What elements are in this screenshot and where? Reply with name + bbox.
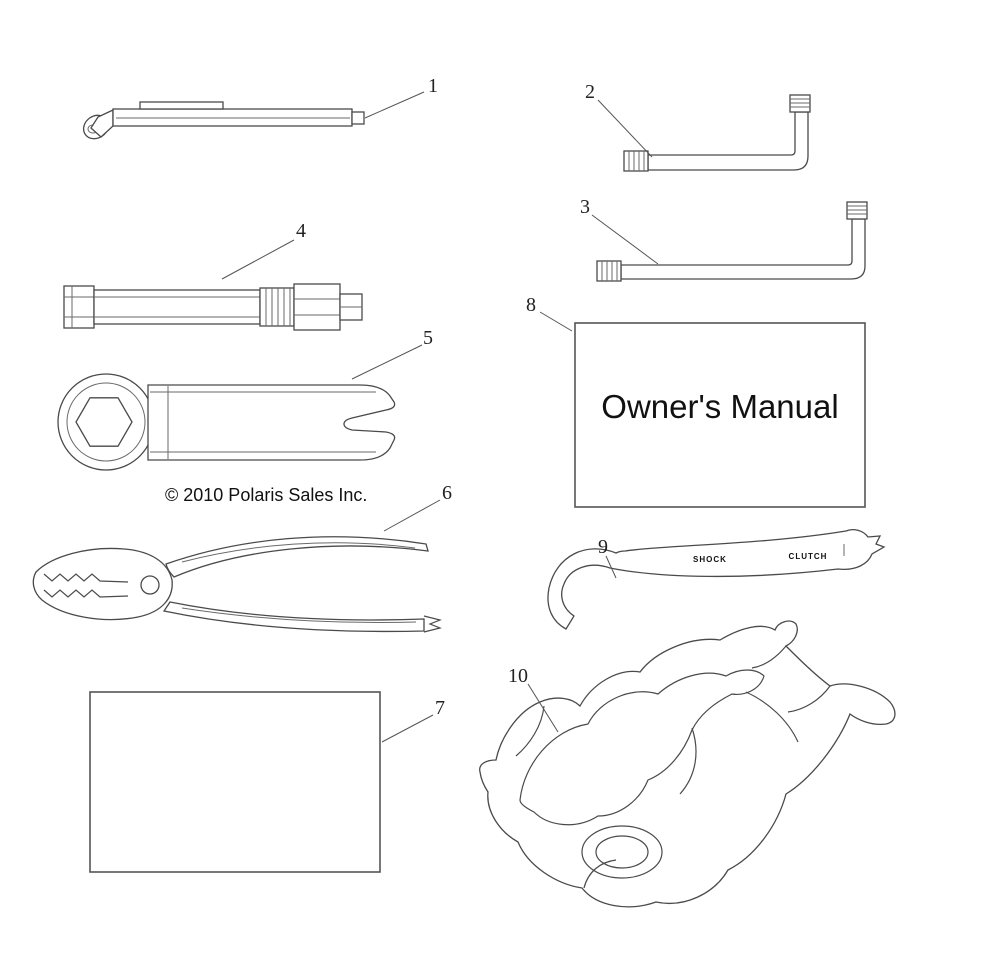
callout-2-leader [597, 99, 653, 158]
callout-7-leader [381, 714, 434, 743]
tray-ridge-6 [751, 645, 787, 669]
tray-inner-rim [519, 669, 765, 826]
tool-1-clip [139, 101, 224, 110]
callout-6: 6 [442, 482, 452, 504]
tool-4-collar [259, 287, 295, 327]
tool-5-body-lines [150, 386, 376, 459]
tool-4-hex-facets [294, 298, 340, 316]
tool-2-left-tip [623, 150, 649, 172]
tool-3-left-knurl [601, 261, 618, 281]
callout-2: 2 [585, 81, 595, 103]
tool-1-tip [351, 111, 365, 125]
callout-8-leader [539, 311, 573, 332]
owners-manual-title: Owner's Manual [601, 388, 838, 425]
pliers-lower-handle [162, 601, 425, 633]
tray-ridge-5 [787, 685, 831, 713]
tool-4-hex-end [293, 283, 341, 331]
callout-9: 9 [598, 536, 608, 558]
spanner-body [547, 529, 886, 630]
tool-5-hex-hole [75, 397, 133, 447]
tray-ridge-2 [745, 691, 799, 743]
spanner-clutch-label: CLUTCH [789, 552, 828, 561]
pliers-head [32, 547, 173, 621]
tool-2-shaft [647, 111, 809, 171]
pliers-upper-handle-line [181, 542, 416, 563]
tool-3-left-tip [596, 260, 622, 282]
tray-ridge-1 [679, 727, 697, 795]
callout-3: 3 [580, 196, 590, 218]
tray-outline [479, 620, 896, 908]
tool-9-spanner: SHOCK CLUTCH [547, 529, 886, 630]
tool-2-top-knurl [790, 98, 810, 108]
tool-4-extension-tool [63, 283, 363, 331]
pliers-teeth-lower [43, 589, 129, 598]
tool-4-left-cap [63, 285, 95, 329]
copyright-text: © 2010 Polaris Sales Inc. [165, 485, 367, 505]
owners-manual: Owner's Manual [574, 322, 866, 508]
tool-1-gauge-tool [82, 101, 365, 140]
pliers-fork-tip [423, 615, 442, 633]
pliers-lower-handle-line [181, 607, 417, 623]
callout-1: 1 [428, 75, 438, 97]
pliers-pivot [140, 575, 160, 595]
tray-recess-inner [595, 835, 649, 869]
callout-5-leader [351, 344, 423, 380]
callout-7: 7 [435, 697, 445, 719]
callout-8: 8 [526, 294, 536, 316]
tool-5-wrench [57, 373, 396, 471]
item-10-tool-tray [479, 620, 896, 908]
tool-3-hex-key [596, 201, 868, 282]
pliers-upper-handle [165, 536, 429, 578]
tool-4-collar-knurl [265, 288, 291, 326]
tool-4-tube-shading [94, 296, 260, 318]
callout-4-leader [221, 239, 295, 280]
decal-blank [89, 691, 381, 873]
callout-5: 5 [423, 327, 433, 349]
spanner-shock-label: SHOCK [693, 555, 727, 564]
callout-9-leader [605, 555, 617, 579]
tray-recess-outer [581, 825, 663, 879]
tool-2-hex-key [623, 94, 811, 172]
callout-1-leader [364, 91, 425, 119]
callout-10-leader [527, 683, 559, 733]
tool-4-cap-facets [64, 296, 94, 318]
tool-5-body [147, 384, 396, 461]
tool-3-shaft [620, 218, 866, 280]
pliers-teeth-upper [43, 573, 129, 583]
tray-ridge-4 [583, 859, 617, 889]
tool-3-top-knurl [847, 205, 867, 215]
callout-4: 4 [296, 220, 306, 242]
tool-2-left-knurl [628, 151, 645, 171]
callout-3-leader [591, 214, 659, 265]
callout-6-leader [383, 499, 441, 532]
tray-ridge-3 [515, 705, 545, 757]
owners-manual-cover [574, 322, 866, 508]
tool-4-tube [93, 289, 261, 325]
callout-10: 10 [508, 665, 528, 687]
tool-5-head-bevel [66, 382, 146, 462]
tool-6-pliers [32, 536, 442, 633]
